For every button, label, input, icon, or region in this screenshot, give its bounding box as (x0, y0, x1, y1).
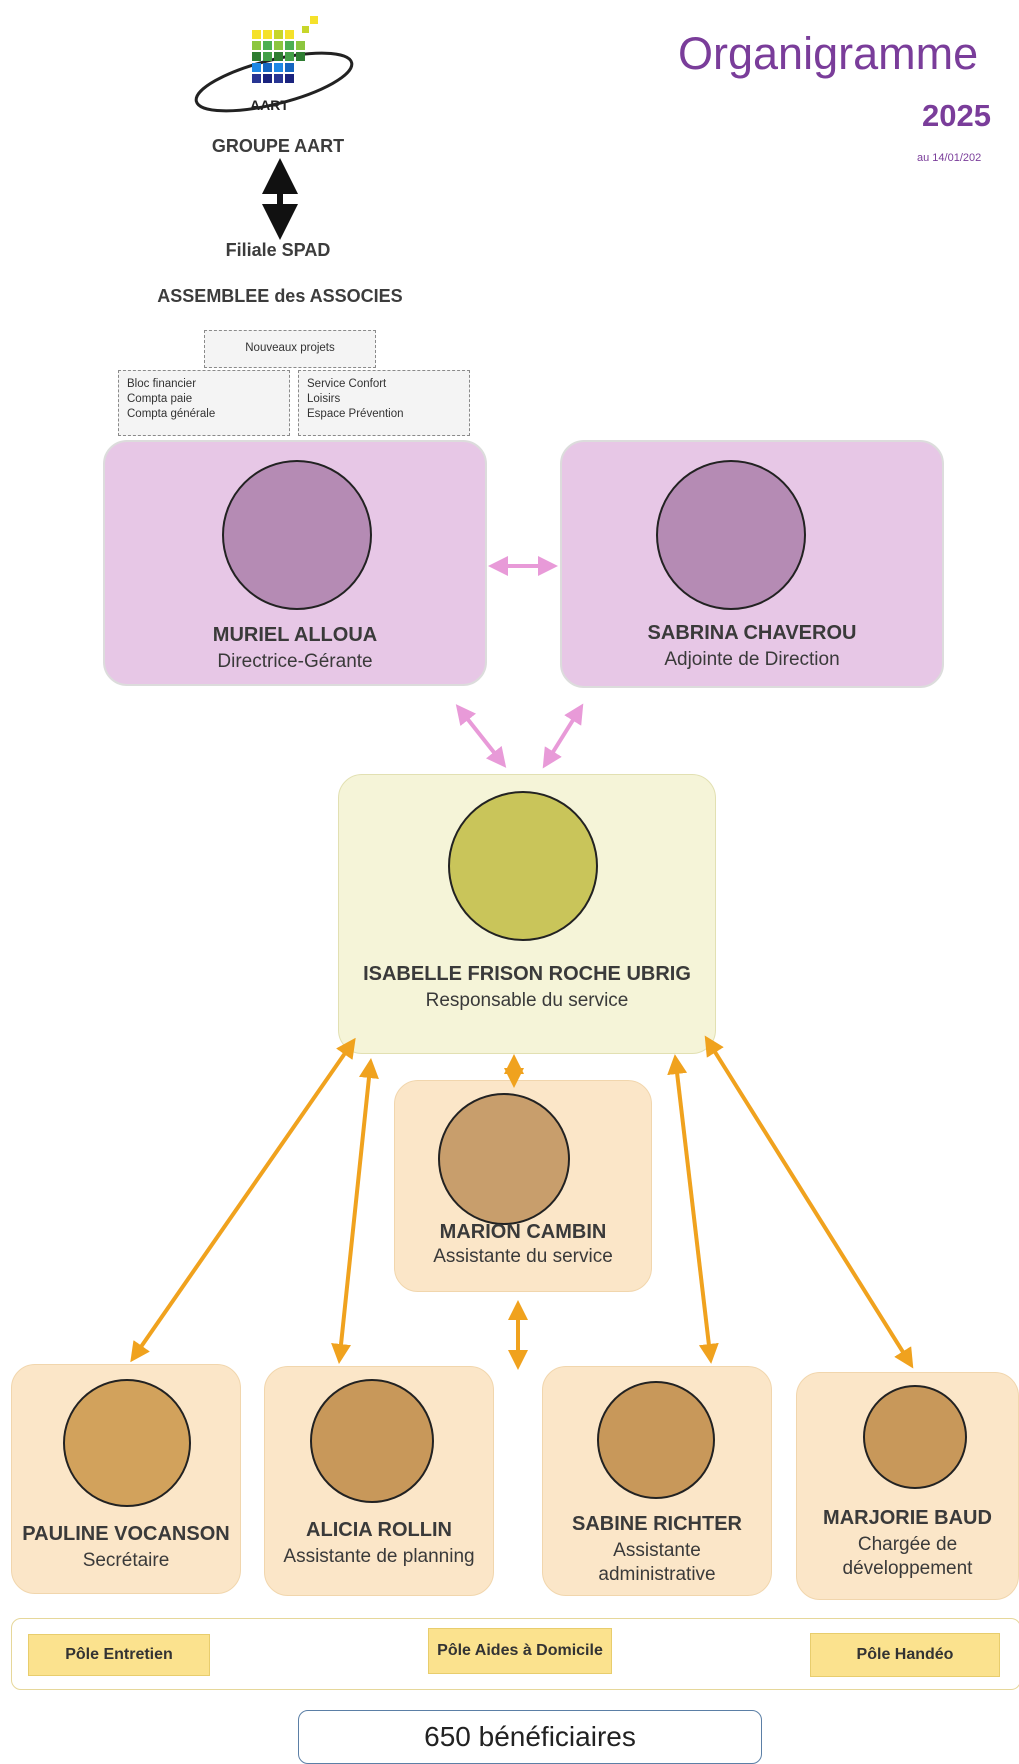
groupe-label: GROUPE AART (211, 136, 345, 156)
avatar-marion (438, 1093, 570, 1225)
services-item: Espace Prévention (307, 408, 404, 420)
services-box: Service Confort Loisirs Espace Préventio… (298, 370, 470, 436)
muriel-isabelle-arrow (455, 704, 507, 768)
page-year: 2025 (922, 98, 991, 133)
finance-box: Bloc financier Compta paie Compta généra… (118, 370, 290, 436)
card-marion: MARION CAMBIN Assistante du service (394, 1080, 652, 1292)
person-name: MARION CAMBIN (439, 1221, 607, 1243)
person-name: ALICIA ROLLIN (306, 1519, 452, 1541)
page-date: au 14/01/202 (917, 152, 982, 164)
person-role: Assistante de planning (283, 1546, 475, 1567)
person-role: Adjointe de Direction (664, 649, 840, 670)
person-name: PAULINE VOCANSON (22, 1523, 230, 1545)
person-name: MURIEL ALLOUA (212, 624, 378, 646)
person-role: Assistante du service (433, 1246, 613, 1267)
person-name: MARJORIE BAUD (823, 1507, 992, 1529)
services-item: Loisirs (307, 393, 341, 405)
poles-bar: Pôle Entretien Pôle Aides à Domicile Pôl… (11, 1618, 1019, 1690)
logo-text: AART (250, 97, 289, 113)
filiale-label: Filiale SPAD (225, 240, 331, 260)
card-isabelle: ISABELLE FRISON ROCHE UBRIG Responsable … (338, 774, 716, 1054)
card-alicia: ALICIA ROLLIN Assistante de planning (264, 1366, 494, 1596)
finance-item: Bloc financier (127, 378, 197, 390)
card-pauline: PAULINE VOCANSON Secrétaire (11, 1364, 241, 1594)
person-name: SABINE RICHTER (571, 1513, 742, 1535)
isabelle-alicia-arrow (331, 1058, 379, 1364)
aart-logo: AART (194, 16, 354, 113)
person-role: Chargée de (857, 1534, 958, 1555)
assemblee-label: ASSEMBLEE des ASSOCIES (157, 286, 403, 306)
avatar-alicia (310, 1379, 434, 1503)
finance-item: Compta générale (127, 408, 216, 420)
avatar-sabrina (656, 460, 806, 610)
card-marjorie: MARJORIE BAUD Chargée de développement (796, 1372, 1019, 1600)
card-sabrina: SABRINA CHAVEROU Adjointe de Direction (560, 440, 944, 688)
isabelle-marjorie-arrow (704, 1035, 914, 1369)
person-role: Assistante (613, 1540, 701, 1561)
pole-handeo: Pôle Handéo (810, 1633, 1000, 1677)
person-role: administrative (598, 1564, 716, 1585)
person-role: développement (842, 1558, 973, 1579)
avatar-isabelle (448, 791, 598, 941)
sabrina-isabelle-arrow (542, 703, 584, 769)
card-muriel: MURIEL ALLOUA Directrice-Gérante (103, 440, 487, 686)
person-role: Secrétaire (82, 1550, 170, 1571)
new-projects-box: Nouveaux projets (204, 330, 376, 368)
avatar-marjorie (863, 1385, 967, 1489)
isabelle-sabine-arrow (667, 1054, 719, 1364)
beneficiaires-box: 650 bénéficiaires (298, 1710, 762, 1764)
person-role: Responsable du service (425, 990, 629, 1011)
avatar-pauline (63, 1379, 191, 1507)
avatar-sabine (597, 1381, 715, 1499)
pole-aides: Pôle Aides à Domicile (428, 1628, 612, 1674)
services-item: Service Confort (307, 378, 387, 390)
card-sabine: SABINE RICHTER Assistante administrative (542, 1366, 772, 1596)
finance-item: Compta paie (127, 393, 193, 405)
pole-entretien: Pôle Entretien (28, 1634, 210, 1676)
isabelle-pauline-arrow (130, 1037, 356, 1363)
person-name: ISABELLE FRISON ROCHE UBRIG (363, 963, 691, 985)
person-name: SABRINA CHAVEROU (647, 622, 857, 644)
avatar-muriel (222, 460, 372, 610)
new-projects-label: Nouveaux projets (245, 342, 335, 354)
person-role: Directrice-Gérante (217, 651, 373, 672)
page-title: Organigramme (678, 28, 979, 79)
